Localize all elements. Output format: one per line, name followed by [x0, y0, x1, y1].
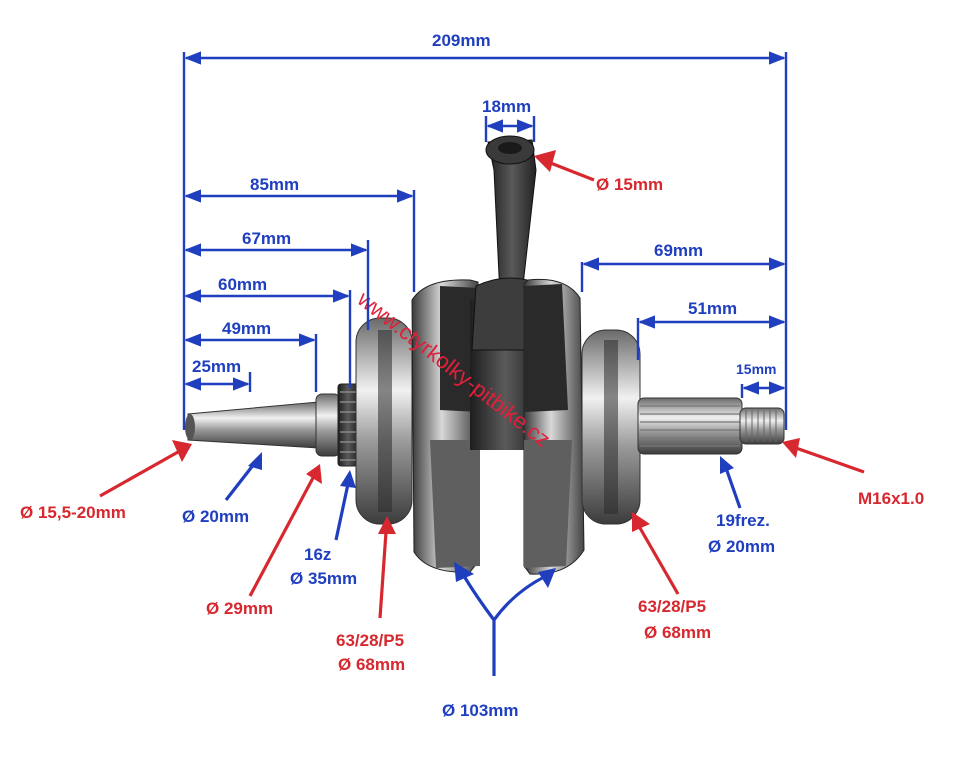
left-bearing-diameter-label: Ø 68mm	[338, 655, 405, 674]
taper-diameter-label: Ø 15,5-20mm	[20, 503, 126, 522]
spline-count-label: 19frez.	[716, 511, 770, 530]
right-bearing-diameter-label: Ø 68mm	[644, 623, 711, 642]
left-taper-shaft	[187, 401, 319, 449]
collar	[315, 393, 341, 457]
dim-25-label: 25mm	[192, 357, 241, 376]
gear	[337, 383, 359, 467]
flywheel-diameter-label: Ø 103mm	[442, 701, 519, 720]
dim-51-label: 51mm	[688, 299, 737, 318]
dim-total-label: 209mm	[432, 31, 491, 50]
gear-teeth-label: 16z	[304, 545, 331, 564]
dim-67-label: 67mm	[242, 229, 291, 248]
dim-49-label: 49mm	[222, 319, 271, 338]
left-bearing-type-label: 63/28/P5	[336, 631, 404, 650]
callout-arrows	[99, 150, 865, 676]
dimension-lines	[182, 51, 788, 430]
collar-diameter-label: Ø 29mm	[206, 599, 273, 618]
spline-diameter-label: Ø 20mm	[708, 537, 775, 556]
pin-diameter-label: Ø 15mm	[596, 175, 663, 194]
dim-rod-width-label: 18mm	[482, 97, 531, 116]
right-bearing-type-label: 63/28/P5	[638, 597, 706, 616]
thread-end	[739, 407, 785, 445]
gear-diameter-label: Ø 35mm	[290, 569, 357, 588]
dim-60-label: 60mm	[218, 275, 267, 294]
left-shaft-diameter-label: Ø 20mm	[182, 507, 249, 526]
dim-69-label: 69mm	[654, 241, 703, 260]
dim-15-label: 15mm	[736, 361, 776, 377]
crankshaft-photo	[185, 135, 785, 575]
thread-label: M16x1.0	[858, 489, 924, 508]
dim-85-label: 85mm	[250, 175, 299, 194]
